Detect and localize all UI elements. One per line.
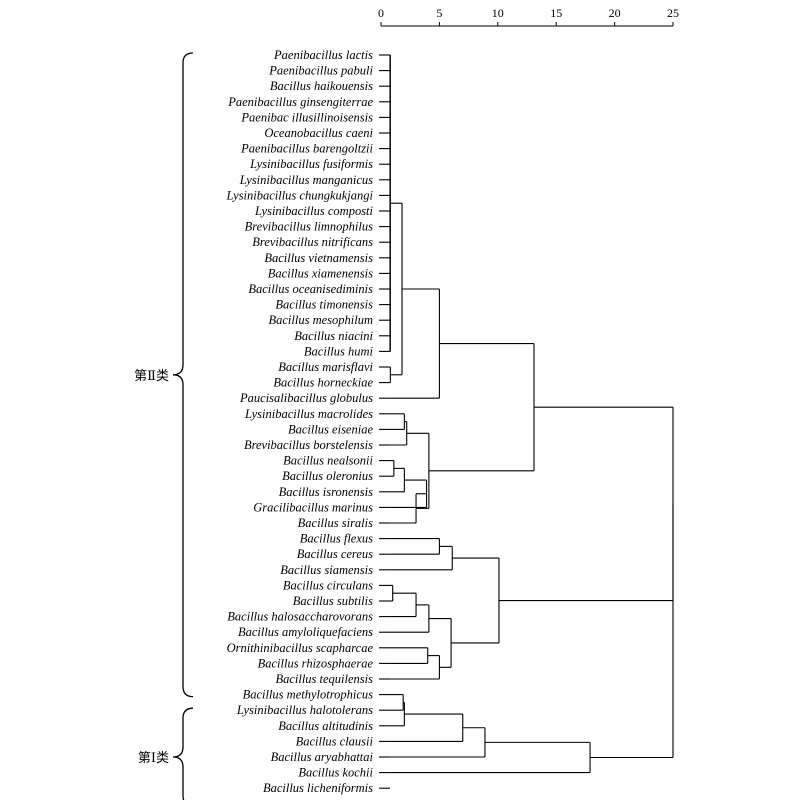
leaf-label: Brevibacillus limnophilus [245, 220, 373, 234]
leaf-label: Bacillus oleronius [282, 469, 373, 483]
leaf-label: Brevibacillus borstelensis [244, 438, 373, 452]
leaf-label: Lysinibacillus macrolides [244, 407, 373, 421]
leaf-label: Paucisalibacillus globulus [239, 391, 373, 405]
leaf-label: Bacillus aryabhattai [271, 750, 374, 764]
leaf-label: Bacillus humi [304, 344, 374, 358]
distance-axis: 0 5 10 15 20 25 [378, 6, 679, 27]
leaf-label: Bacillus altitudinis [278, 719, 373, 733]
leaf-label: Bacillus kochii [298, 766, 373, 780]
leaf-label: Bacillus clausii [296, 734, 374, 748]
leaf-label: Bacillus eiseniae [288, 422, 373, 436]
axis-tick-label: 5 [436, 6, 442, 20]
group-brace [172, 52, 194, 698]
leaf-label: Bacillus nealsonii [283, 454, 373, 468]
leaf-label: Bacillus horneckiae [273, 376, 373, 390]
leaf-label: Bacillus siralis [298, 516, 373, 530]
leaf-label: Brevibacillus nitrificans [252, 235, 373, 249]
axis-tick-label: 25 [667, 6, 679, 20]
leaf-label: Bacillus licheniformis [263, 781, 373, 795]
leaf-label: Bacillus circulans [283, 578, 373, 592]
leaf-label: Lysinibacillus fusiformis [249, 157, 373, 171]
leaf-label: Gracilibacillus marinus [253, 500, 373, 514]
leaf-label: Bacillus haikouensis [270, 79, 373, 93]
leaf-label: Ornithinibacillus scapharcae [227, 641, 374, 655]
leaf-label: Bacillus xiamenensis [268, 266, 373, 280]
axis-tick-label: 15 [550, 6, 562, 20]
leaf-label: Bacillus flexus [300, 532, 373, 546]
leaf-label: Bacillus amyloliquefaciens [238, 625, 373, 639]
leaf-label: Oceanobacillus caeni [264, 126, 373, 140]
group-label: 第Ⅱ类 [134, 369, 169, 384]
leaf-label: Paenibacillus lactis [273, 48, 373, 62]
leaf-label: Lysinibacillus chungkukjangi [226, 188, 374, 202]
leaf-label: Bacillus tequilensis [275, 672, 373, 686]
leaf-label: Bacillus marisflavi [278, 360, 373, 374]
leaf-label: Lysinibacillus halotolerans [236, 703, 373, 717]
leaf-label: Bacillus cereus [297, 547, 373, 561]
leaf-label: Bacillus methylotrophicus [243, 688, 374, 702]
group-brace [172, 707, 194, 800]
axis-tick-label: 20 [609, 6, 621, 20]
axis-tick-label: 10 [492, 6, 504, 20]
leaf-label: Paenibacillus ginsengiterrae [227, 95, 373, 109]
leaf-label: Bacillus vietnamensis [264, 251, 373, 265]
leaf-label: Paenibac illusillinoisensis [240, 110, 373, 124]
leaf-label: Bacillus oceanisediminis [248, 282, 373, 296]
dendrogram-branches [379, 54, 674, 789]
leaf-label: Bacillus rhizosphaerae [258, 656, 374, 670]
leaf-label: Lysinibacillus composti [254, 204, 374, 218]
leaf-label: Bacillus halosaccharovorans [227, 610, 373, 624]
leaf-label: Bacillus timonensis [275, 298, 373, 312]
leaf-label: Paenibacillus pabuli [268, 64, 373, 78]
leaf-label: Bacillus niacini [294, 329, 373, 343]
axis-tick-label: 0 [378, 6, 384, 20]
leaf-label: Lysinibacillus manganicus [239, 173, 373, 187]
leaf-label: Bacillus subtilis [293, 594, 373, 608]
leaf-label: Bacillus isronensis [279, 485, 373, 499]
leaf-label: Bacillus mesophilum [268, 313, 373, 327]
leaf-label: Bacillus siamensis [280, 563, 373, 577]
group-label: 第Ⅰ类 [138, 751, 169, 766]
leaf-label: Paenibacillus barengoltzii [240, 142, 373, 156]
